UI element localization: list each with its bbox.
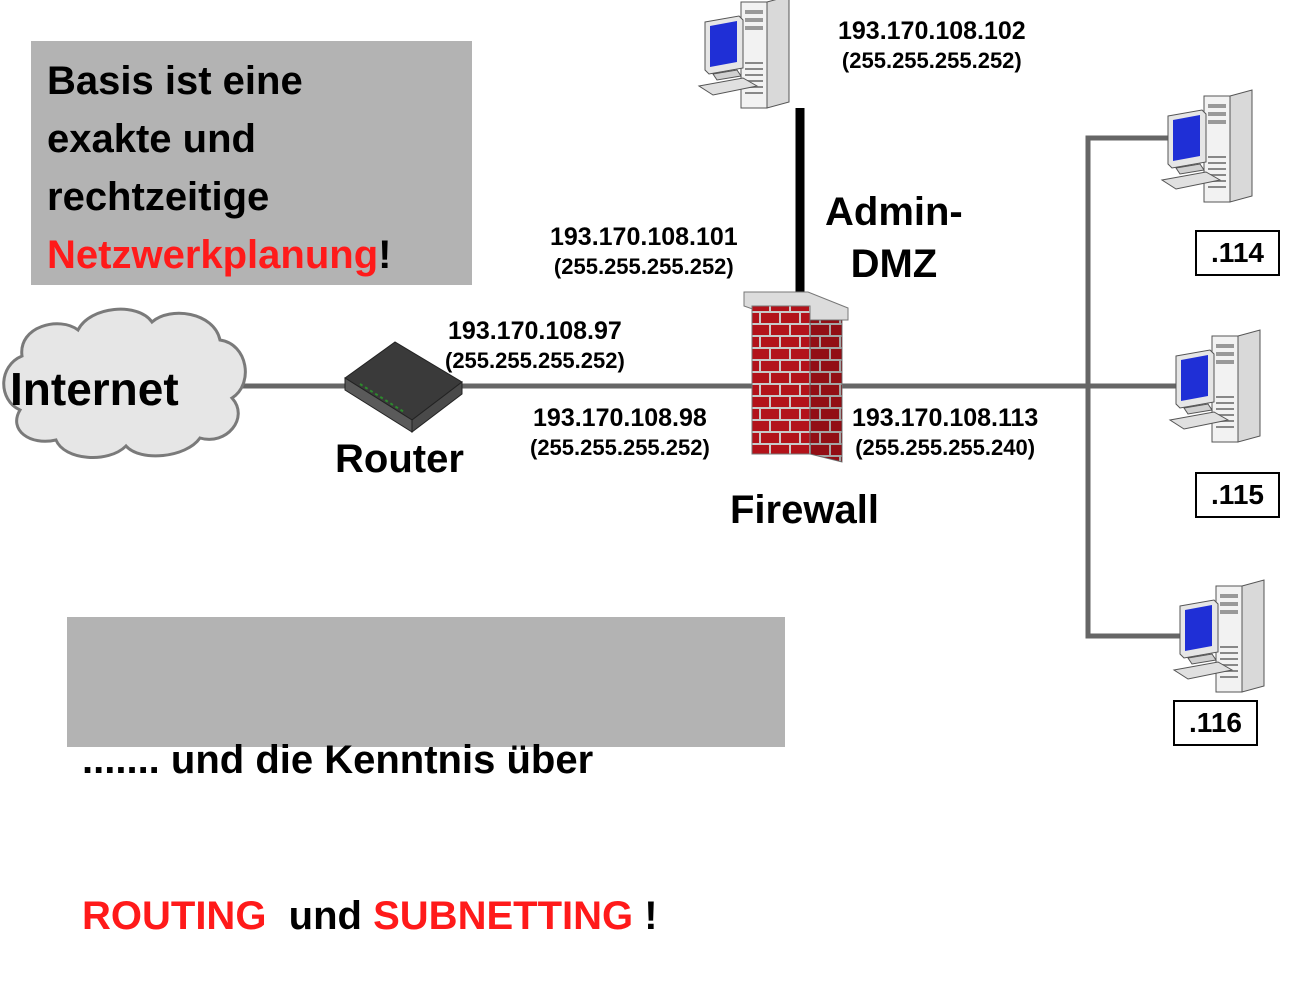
planning-note-text: Basis ist eine exakte und rechtzeitige N…: [47, 52, 391, 284]
planning-note: [31, 41, 472, 285]
network-diagram: [2, 0, 1265, 693]
subnetting-word: SUBNETTING: [373, 894, 634, 938]
router-wan-mask: (255.255.255.252): [445, 348, 625, 373]
firewall-icon: [743, 291, 849, 463]
firewall-label: Firewall: [730, 488, 879, 532]
knowledge-and: und: [288, 894, 362, 938]
admin-address: 193.170.108.102 (255.255.255.252): [838, 16, 1026, 76]
fw-lan-address: 193.170.108.113 (255.255.255.240): [852, 403, 1038, 463]
dmz-label-line: Admin-: [825, 190, 963, 234]
dmz-label: Admin- DMZ: [825, 186, 963, 290]
fw-dmz-ip: 193.170.108.101: [550, 223, 738, 251]
host-115-label: .115: [1195, 472, 1280, 518]
fw-dmz-mask: (255.255.255.252): [553, 254, 734, 279]
fw-lan-ip: 193.170.108.113: [852, 404, 1039, 432]
router-label: Router: [335, 437, 464, 481]
internet-label: Internet: [10, 363, 179, 415]
internet-cloud: [2, 307, 247, 459]
fw-dmz-address: 193.170.108.101 (255.255.255.252): [550, 222, 738, 282]
host-115-icon: [1169, 329, 1261, 443]
knowledge-tail: !: [644, 894, 658, 938]
knowledge-note: [67, 617, 785, 747]
host-116-label: .116: [1173, 700, 1258, 746]
router-icon: [344, 341, 463, 434]
fw-lan-mask: (255.255.255.240): [855, 435, 1036, 460]
planning-tail: !: [378, 233, 392, 277]
dmz-label-line: DMZ: [850, 242, 938, 286]
planning-highlight: Netzwerkplanung: [47, 233, 379, 277]
admin-server-icon: [698, 0, 790, 109]
planning-note-line: rechtzeitige: [47, 175, 270, 219]
routing-word: ROUTING: [82, 894, 267, 938]
fw-wan-address: 193.170.108.98 (255.255.255.252): [530, 403, 710, 463]
planning-note-line: Basis ist eine: [47, 59, 303, 103]
fw-wan-ip: 193.170.108.98: [533, 404, 707, 432]
host-114-label: .114: [1195, 230, 1280, 276]
fw-wan-mask: (255.255.255.252): [530, 435, 710, 460]
lan-bus: [1085, 135, 1180, 639]
router-wan-ip: 193.170.108.97: [448, 317, 622, 345]
planning-note-line: exakte und: [47, 117, 256, 161]
router-wan-address: 193.170.108.97 (255.255.255.252): [445, 316, 625, 376]
knowledge-note-text: ....... und die Kenntnis über ROUTING un…: [82, 630, 658, 994]
host-114-icon: [1161, 89, 1253, 203]
admin-ip: 193.170.108.102: [838, 17, 1026, 45]
knowledge-note-line1: ....... und die Kenntnis über: [82, 738, 594, 782]
host-116-icon: [1173, 579, 1265, 693]
admin-mask: (255.255.255.252): [841, 48, 1022, 73]
